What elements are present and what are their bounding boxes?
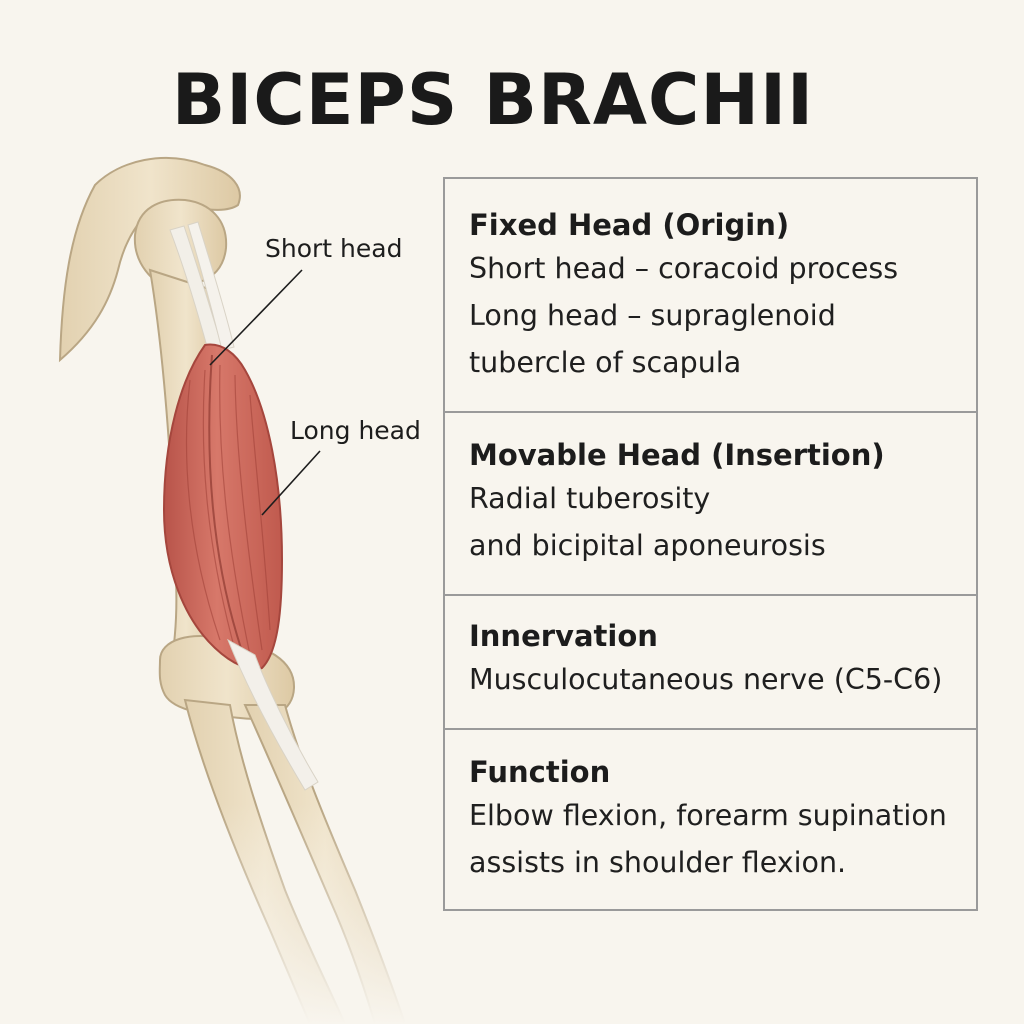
function-heading: Function xyxy=(469,755,611,789)
insertion-line: Radial tuberosity xyxy=(469,482,711,515)
innervation-heading: Innervation xyxy=(469,619,658,653)
arm-anatomy-illustration xyxy=(0,140,440,1024)
function-line: assists in shoulder flexion. xyxy=(469,846,847,879)
function-section: Function Elbow flexion, forearm supinati… xyxy=(445,728,976,909)
page-title: BICEPS BRACHII xyxy=(171,59,815,141)
origin-line: Long head – supraglenoid xyxy=(469,299,836,332)
origin-line: Short head – coracoid process xyxy=(469,252,899,285)
insertion-section: Movable Head (Insertion) Radial tuberosi… xyxy=(445,411,976,595)
origin-section: Fixed Head (Origin) Short head – coracoi… xyxy=(445,179,976,413)
long-head-label: Long head xyxy=(290,416,421,445)
function-line: Elbow flexion, forearm supination xyxy=(469,799,947,832)
innervation-line: Musculocutaneous nerve (C5-C6) xyxy=(469,663,943,696)
insertion-heading: Movable Head (Insertion) xyxy=(469,438,885,472)
origin-line: tubercle of scapula xyxy=(469,346,742,379)
short-head-label: Short head xyxy=(265,234,403,263)
innervation-section: Innervation Musculocutaneous nerve (C5-C… xyxy=(445,594,976,729)
info-table: Fixed Head (Origin) Short head – coracoi… xyxy=(443,177,978,911)
insertion-line: and bicipital aponeurosis xyxy=(469,529,826,562)
origin-heading: Fixed Head (Origin) xyxy=(469,208,790,242)
